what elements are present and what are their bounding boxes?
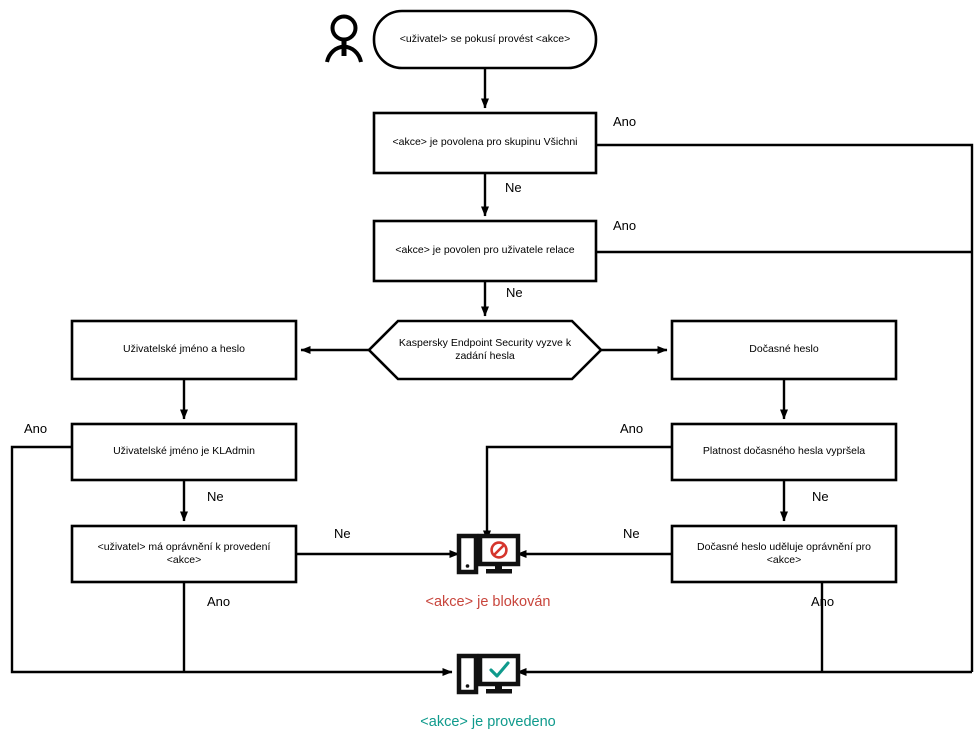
edge-label-kladmin-no: Ne <box>207 489 224 504</box>
edge-label-temp-expired-no: Ne <box>812 489 829 504</box>
computer-check-icon <box>456 653 521 695</box>
edge-label-kladmin-yes: Ano <box>24 421 48 436</box>
edge-allowed-all-yes <box>596 143 974 672</box>
node-shape-temporary-password[interactable] <box>670 319 898 381</box>
node-shape-allowed-session[interactable] <box>372 219 598 283</box>
edge-label-permission-yes: Ano <box>207 594 231 609</box>
edge-label-temp-expired-yes: Ano <box>620 421 644 436</box>
edge-label-temp-grants-yes: Ano <box>811 594 835 609</box>
node-shape-prompt-password[interactable] <box>367 319 603 381</box>
outcome-label-blocked: <akce> je blokován <box>425 594 551 610</box>
node-shape-username-password[interactable] <box>70 319 298 381</box>
node-shape-is-kladmin[interactable] <box>70 422 298 482</box>
edge-label-allowed-all-no: Ne <box>505 180 522 195</box>
node-shape-allowed-all[interactable] <box>372 111 598 175</box>
edge-kladmin-yes <box>10 445 453 676</box>
edge-label-allowed-session-yes: Ano <box>613 218 637 233</box>
user-person-icon <box>325 14 363 63</box>
edge-label-temp-grants-no: Ne <box>623 526 640 541</box>
computer-blocked-icon <box>456 533 521 575</box>
edge-temp-expired-yes <box>483 445 672 541</box>
node-shape-user-has-permission[interactable] <box>70 524 298 584</box>
node-shape-temp-expired[interactable] <box>670 422 898 482</box>
outcome-label-allowed: <akce> je provedeno <box>420 714 556 730</box>
edge-label-allowed-session-no: Ne <box>506 285 523 300</box>
edge-label-allowed-all-yes: Ano <box>613 114 637 129</box>
node-shape-temp-grants-permission[interactable] <box>670 524 898 584</box>
edge-label-permission-no: Ne <box>334 526 351 541</box>
node-shape-start[interactable] <box>372 9 598 70</box>
